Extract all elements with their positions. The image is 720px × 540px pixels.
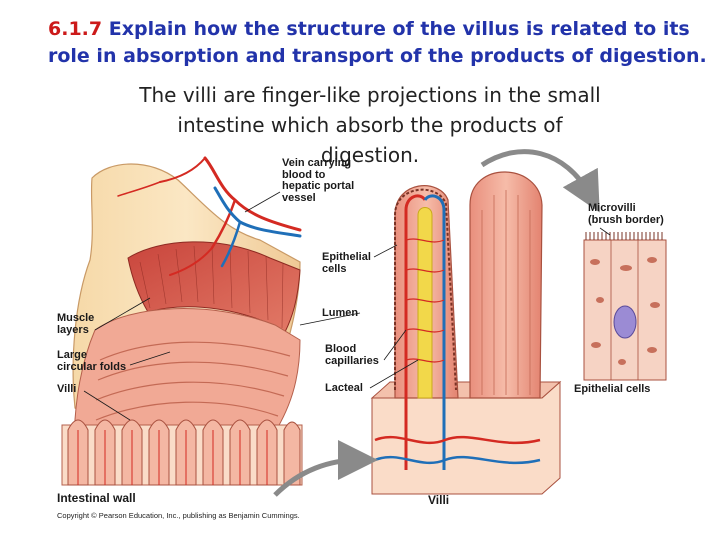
label-epithelial-cells-right: Epithelial cells bbox=[574, 383, 651, 395]
label-intestinal-wall: Intestinal wall bbox=[57, 491, 136, 505]
label-circular-folds: Large circular folds bbox=[57, 349, 127, 373]
cell-boundaries bbox=[610, 240, 639, 380]
vein-capillary bbox=[423, 194, 446, 470]
muscle-striations bbox=[139, 245, 284, 329]
intestine-illustration bbox=[61, 156, 303, 486]
label-folds-line2: circular folds bbox=[57, 360, 127, 373]
center-leader-lines bbox=[299, 244, 419, 389]
label-microvilli-line2: (brush border) bbox=[588, 213, 664, 226]
label-capillaries-line2: capillaries bbox=[325, 354, 379, 367]
label-vein-line3: hepatic portal bbox=[282, 180, 355, 192]
circular-folds bbox=[95, 341, 291, 421]
label-vein-line1: Vein carrying bbox=[282, 157, 352, 169]
slide-heading: 6.1.7 Explain how the structure of the v… bbox=[48, 16, 708, 70]
label-villi-bottom: Villi bbox=[428, 493, 450, 507]
label-epithelial-line1: Epithelial bbox=[322, 251, 371, 263]
label-vein-line4: vessel bbox=[282, 191, 316, 204]
label-microvilli: Microvilli (brush border) bbox=[588, 202, 664, 226]
microvilli-leader-line bbox=[599, 227, 611, 236]
slide-subtitle: The villi are finger-like projections in… bbox=[139, 83, 601, 167]
cell-organelles bbox=[590, 257, 660, 365]
cell-nucleus bbox=[613, 305, 637, 339]
label-capillaries-line1: Blood bbox=[325, 343, 357, 355]
small-villi-vessels bbox=[77, 430, 268, 485]
epithelial-cells-illustration bbox=[583, 227, 667, 381]
label-blood-capillaries: Blood capillaries bbox=[325, 343, 379, 367]
label-microvilli-line1: Microvilli bbox=[588, 202, 636, 214]
copyright-notice: Copyright © Pearson Education, Inc., pub… bbox=[57, 511, 300, 520]
heading-text: Explain how the structure of the villus … bbox=[48, 18, 707, 67]
label-epithelial-line2: cells bbox=[322, 262, 347, 275]
heading-number: 6.1.7 bbox=[48, 18, 103, 40]
label-folds-line1: Large bbox=[57, 349, 87, 361]
small-villi-row bbox=[67, 419, 301, 486]
capillary-network bbox=[405, 238, 445, 363]
label-muscle-line2: layers bbox=[57, 323, 89, 336]
villi-block-illustration bbox=[299, 171, 562, 495]
zoom-arrow-top bbox=[480, 149, 600, 213]
base-vessels bbox=[374, 435, 541, 465]
label-epithelial-cells: Epithelial cells bbox=[322, 251, 371, 275]
surface-vessels bbox=[117, 156, 302, 276]
villus-folds bbox=[481, 190, 531, 395]
lacteal bbox=[417, 207, 433, 399]
label-lumen: Lumen bbox=[322, 307, 359, 319]
brush-border bbox=[585, 232, 663, 240]
artery-capillary bbox=[404, 194, 427, 470]
left-leader-lines bbox=[83, 191, 281, 421]
label-muscle-line1: Muscle bbox=[57, 312, 95, 324]
label-muscle-layers: Muscle layers bbox=[57, 312, 95, 336]
villus-epithelium-edge bbox=[394, 188, 457, 391]
label-vein: Vein carrying blood to hepatic portal ve… bbox=[282, 157, 355, 204]
label-vein-line2: blood to bbox=[282, 168, 326, 181]
label-villi-left: Villi bbox=[57, 383, 77, 395]
label-lacteal: Lacteal bbox=[325, 382, 363, 394]
zoom-arrow-bottom bbox=[273, 440, 378, 497]
